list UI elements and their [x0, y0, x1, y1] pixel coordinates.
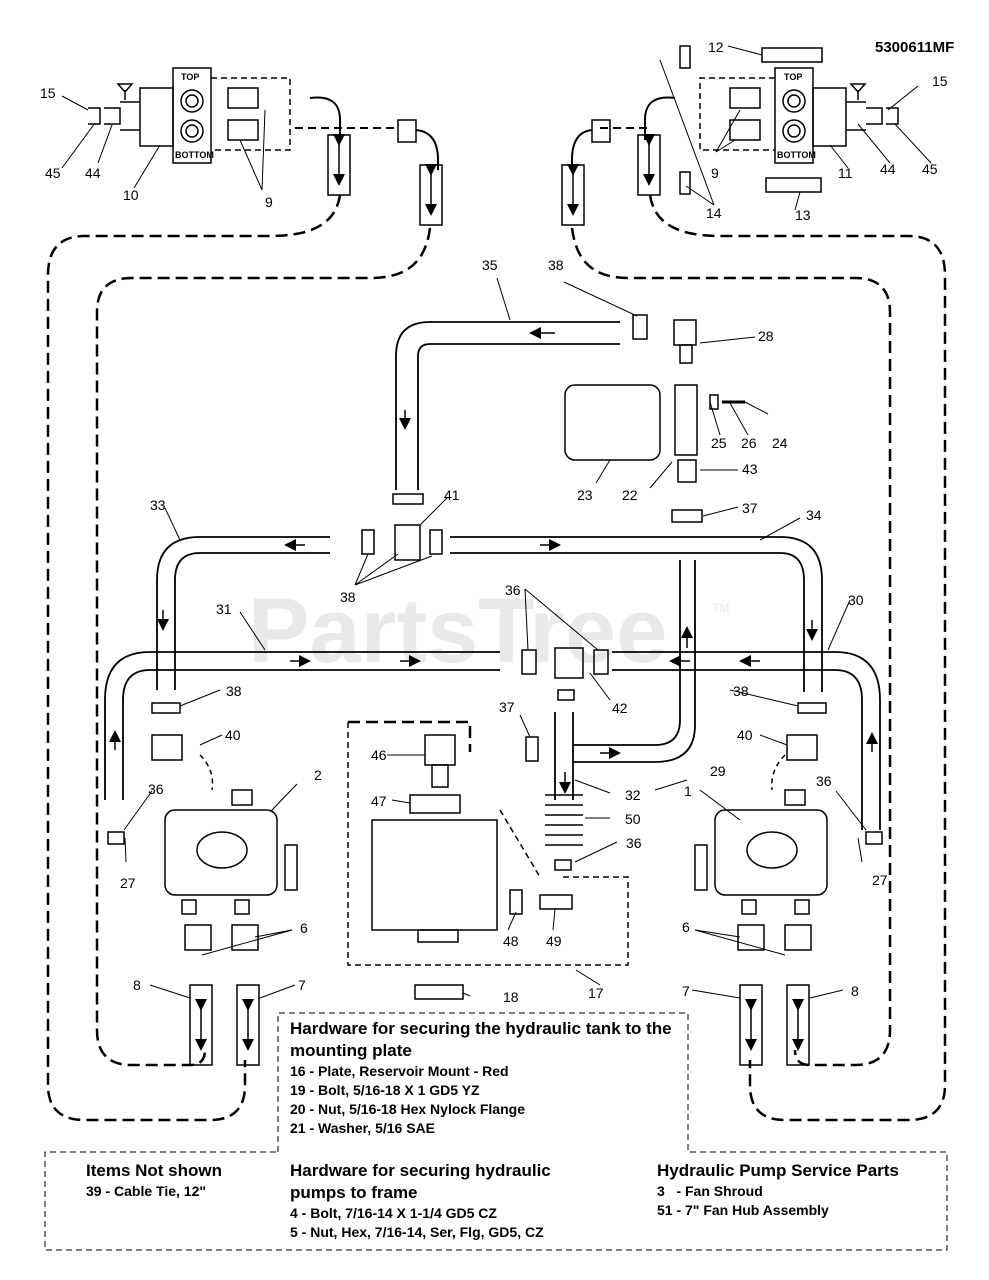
hydraulic-tank — [371, 734, 583, 1000]
callout-36-right: 36 — [816, 773, 832, 789]
callout-46: 46 — [371, 747, 387, 763]
right-valve-top-label: TOP — [784, 72, 802, 82]
not-shown-item: 39 - Cable Tie, 12" — [86, 1183, 206, 1199]
callout-50: 50 — [625, 811, 641, 827]
callout-23: 23 — [577, 487, 593, 503]
tank-hardware-title: Hardware for securing the hydraulic tank… — [290, 1019, 672, 1060]
callout-18: 18 — [503, 989, 519, 1005]
not-shown-panel: Items Not shown 39 - Cable Tie, 12" — [86, 1160, 276, 1201]
callout-37-tank: 37 — [499, 699, 515, 715]
callout-36-tank: 36 — [626, 835, 642, 851]
tank-hardware-item: 16 - Plate, Reservoir Mount - Red — [290, 1063, 509, 1079]
service-parts-item: 51 - 7" Fan Hub Assembly — [657, 1202, 829, 1218]
callout-38-tee: 38 — [340, 589, 356, 605]
callout-40-right: 40 — [737, 727, 753, 743]
callout-26: 26 — [741, 435, 757, 451]
callout-41: 41 — [444, 487, 460, 503]
flow-arrows — [109, 327, 878, 794]
callout-36-top: 36 — [505, 582, 521, 598]
pump-hardware-panel: Hardware for securing hydraulic pumps to… — [290, 1160, 610, 1242]
tubing — [104, 321, 881, 830]
callout-38-right: 38 — [733, 683, 749, 699]
callout-47: 47 — [371, 793, 387, 809]
callout-27-right: 27 — [872, 872, 888, 888]
callout-25: 25 — [711, 435, 727, 451]
callout-29: 29 — [710, 763, 726, 779]
filter-assembly — [107, 314, 883, 871]
left-valve-top-label: TOP — [181, 72, 199, 82]
callout-32: 32 — [625, 787, 641, 803]
left-valve-bottom-label: BOTTOM — [175, 150, 214, 160]
callout-9-left: 9 — [265, 194, 273, 210]
callout-38-top: 38 — [548, 257, 564, 273]
service-parts-panel: Hydraulic Pump Service Parts 3 - Fan Shr… — [657, 1160, 942, 1220]
service-parts-item: 3 - Fan Shroud — [657, 1183, 763, 1199]
pump-hardware-item: 4 - Bolt, 7/16-14 X 1-1/4 GD5 CZ — [290, 1205, 497, 1221]
callout-40-left: 40 — [225, 727, 241, 743]
callout-13: 13 — [795, 207, 811, 223]
callout-9-right: 9 — [711, 165, 719, 181]
callout-6-left: 6 — [300, 920, 308, 936]
right-pump — [694, 789, 828, 1066]
callout-11: 11 — [838, 165, 853, 181]
callout-15-right: 15 — [932, 73, 948, 89]
callout-6-right: 6 — [682, 919, 690, 935]
callout-45-right: 45 — [922, 161, 938, 177]
watermark-tm: TM — [712, 601, 729, 615]
callout-49: 49 — [546, 933, 562, 949]
tank-hardware-item: 21 - Washer, 5/16 SAE — [290, 1120, 435, 1136]
callout-37-top: 37 — [742, 500, 758, 516]
callout-12: 12 — [708, 39, 724, 55]
tank-hardware-item: 20 - Nut, 5/16-18 Hex Nylock Flange — [290, 1101, 525, 1117]
right-valve-bottom-label: BOTTOM — [777, 150, 816, 160]
callout-44-left: 44 — [85, 165, 101, 181]
callout-44-right: 44 — [880, 161, 896, 177]
callout-2: 2 — [314, 767, 322, 783]
pump-hardware-title: Hardware for securing hydraulic pumps to… — [290, 1161, 551, 1202]
callout-27-left: 27 — [120, 875, 136, 891]
callout-7-right: 7 — [682, 983, 690, 999]
callout-7-left: 7 — [298, 977, 306, 993]
watermark: PartsTree — [248, 580, 667, 682]
callout-45-left: 45 — [45, 165, 61, 181]
tank-hardware-panel: Hardware for securing the hydraulic tank… — [290, 1018, 680, 1138]
left-control-valve: TOP BOTTOM — [88, 67, 443, 226]
callout-35: 35 — [482, 257, 498, 273]
leader-lines — [61, 45, 932, 999]
callout-38-left: 38 — [226, 683, 242, 699]
callout-30: 30 — [848, 592, 864, 608]
callout-31: 31 — [216, 601, 232, 617]
callout-28: 28 — [758, 328, 774, 344]
callout-43: 43 — [742, 461, 758, 477]
callout-34: 34 — [806, 507, 822, 523]
callout-1: 1 — [684, 783, 692, 799]
callout-15-left: 15 — [40, 85, 56, 101]
callout-10: 10 — [123, 187, 139, 203]
callout-22: 22 — [622, 487, 638, 503]
callout-17: 17 — [588, 985, 604, 1001]
right-control-valve: TOP BOTTOM — [561, 45, 899, 226]
callout-48: 48 — [503, 933, 519, 949]
callout-42: 42 — [612, 700, 628, 716]
callout-8-right: 8 — [851, 983, 859, 999]
callout-33: 33 — [150, 497, 166, 513]
document-id: 5300611MF — [875, 39, 954, 56]
callout-36-left: 36 — [148, 781, 164, 797]
not-shown-title: Items Not shown — [86, 1161, 223, 1180]
pump-hardware-item: 5 - Nut, Hex, 7/16-14, Ser, Flg, GD5, CZ — [290, 1224, 544, 1240]
service-parts-title: Hydraulic Pump Service Parts — [657, 1161, 899, 1180]
callout-24: 24 — [772, 435, 788, 451]
info-panel-borders — [44, 1012, 948, 1251]
callouts: 15 45 44 10 9 12 15 9 14 11 44 45 13 35 … — [40, 39, 948, 1005]
tank-hardware-item: 19 - Bolt, 5/16-18 X 1 GD5 YZ — [290, 1082, 480, 1098]
left-pump — [164, 789, 298, 1066]
callout-8-left: 8 — [133, 977, 141, 993]
callout-14: 14 — [706, 205, 722, 221]
